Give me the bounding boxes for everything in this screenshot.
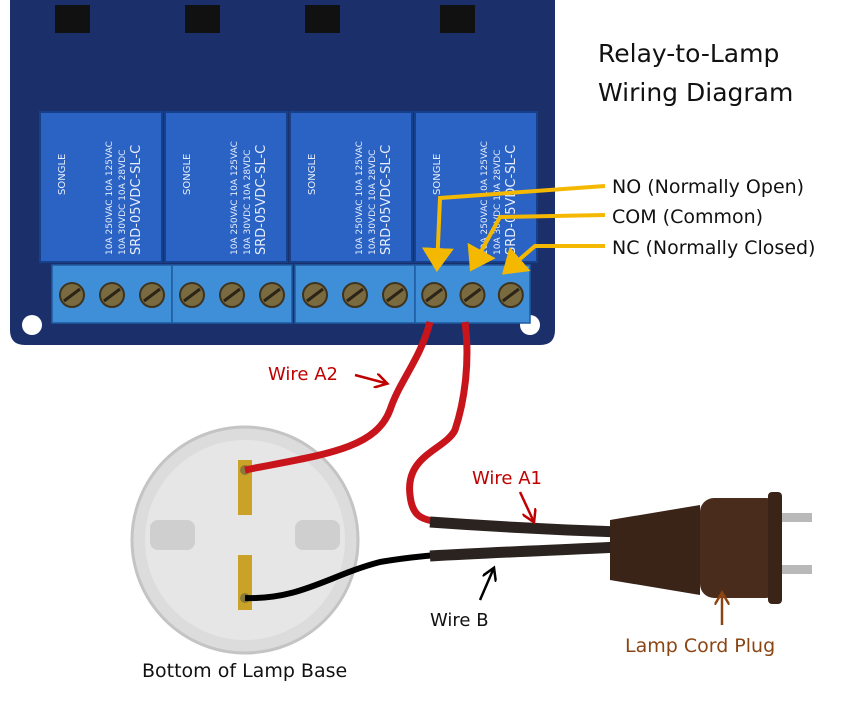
- terminal-blocks: [51, 264, 531, 324]
- screw-slot: [103, 287, 121, 303]
- screw-slot: [501, 287, 520, 303]
- label-nc: NC (Normally Closed): [612, 237, 815, 259]
- relay-brand-text: SONGLE: [182, 154, 193, 195]
- screw-slot: [263, 287, 281, 303]
- screw-slot: [63, 287, 81, 303]
- title-line-2: Wiring Diagram: [598, 78, 793, 107]
- lamp-base: [130, 425, 360, 655]
- screw-slot: [143, 287, 161, 303]
- relay-model-text: SRD-05VDC-SL-C: [129, 145, 144, 255]
- terminal-block-3: [294, 264, 416, 324]
- relay-4: SRD-05VDC-SL-C SONGLE 10A 250VAC 10A 125VA…: [414, 111, 538, 263]
- terminal-block-1: [51, 264, 173, 324]
- screw-slot: [386, 287, 404, 303]
- relay-model-text: SRD-05VDC-SL-C: [504, 145, 519, 255]
- relay-board: SRD-05VDC-SL-C SONGLE 10A 250VAC 10A 125VA…: [10, 0, 555, 345]
- screw-slot: [223, 287, 241, 303]
- terminal-block-2: [171, 264, 293, 324]
- relay-rating-text: 10A 30VDC 10A 28VDC: [243, 150, 253, 255]
- relay-model-text: SRD-05VDC-SL-C: [254, 145, 269, 255]
- relay-1: SRD-05VDC-SL-C SONGLE 10A 250VAC 10A 125VA…: [39, 111, 163, 263]
- plug-label: Lamp Cord Plug: [625, 635, 775, 657]
- relay-2: SRD-05VDC-SL-C SONGLE 10A 250VAC 10A 125VA…: [164, 111, 288, 263]
- terminal-block-4: [414, 264, 531, 324]
- relay-rating-text: 10A 30VDC 10A 28VDC: [368, 150, 378, 255]
- lamp-cord-plug: [610, 492, 812, 604]
- label-no: NO (Normally Open): [612, 176, 804, 198]
- wire-b-label: Wire B: [430, 610, 489, 631]
- arrow-nc: [501, 244, 605, 275]
- relay-rating-text: 10A 250VAC 10A 125VAC: [230, 141, 240, 255]
- optocouplers: [55, 5, 475, 33]
- wire-a1-arrow: [518, 491, 533, 520]
- lamp-base-label: Bottom of Lamp Base: [142, 660, 347, 682]
- arrow-com: [467, 213, 606, 272]
- screw-slot: [183, 287, 201, 303]
- title-line-1: Relay-to-Lamp: [598, 39, 779, 68]
- arrow-no: [421, 184, 606, 272]
- relay-rating-text: 10A 30VDC 10A 28VDC: [118, 150, 128, 255]
- relay-model-text: SRD-05VDC-SL-C: [379, 145, 394, 255]
- relay-3: SRD-05VDC-SL-C SONGLE 10A 250VAC 10A 125VA…: [289, 111, 413, 263]
- screw-slot: [425, 287, 444, 303]
- label-com: COM (Common): [612, 206, 763, 228]
- wire-a1-label: Wire A1: [472, 468, 542, 489]
- screw-slot: [306, 287, 324, 303]
- wire-a2-arrow: [354, 375, 385, 383]
- wire-a1-cord: [429, 516, 621, 538]
- screw-slot: [463, 287, 482, 303]
- screw-slot: [346, 287, 364, 303]
- relay-rating-text: 10A 250VAC 10A 125VAC: [480, 141, 490, 255]
- wire-a2-label: Wire A2: [268, 364, 338, 385]
- relay-rating-text: 10A 30VDC 10A 28VDC: [493, 150, 503, 255]
- relay-brand-text: SONGLE: [57, 154, 68, 195]
- wire-b-cord: [429, 541, 621, 562]
- relay-rating-text: 10A 250VAC 10A 125VAC: [105, 141, 115, 255]
- wire-b-arrow: [478, 570, 493, 601]
- wire-a1-red: [406, 321, 471, 526]
- relay-brand-text: SONGLE: [432, 154, 443, 195]
- wire-a2: [244, 321, 434, 474]
- relay-rating-text: 10A 250VAC 10A 125VAC: [355, 141, 365, 255]
- relay-brand-text: SONGLE: [307, 154, 318, 195]
